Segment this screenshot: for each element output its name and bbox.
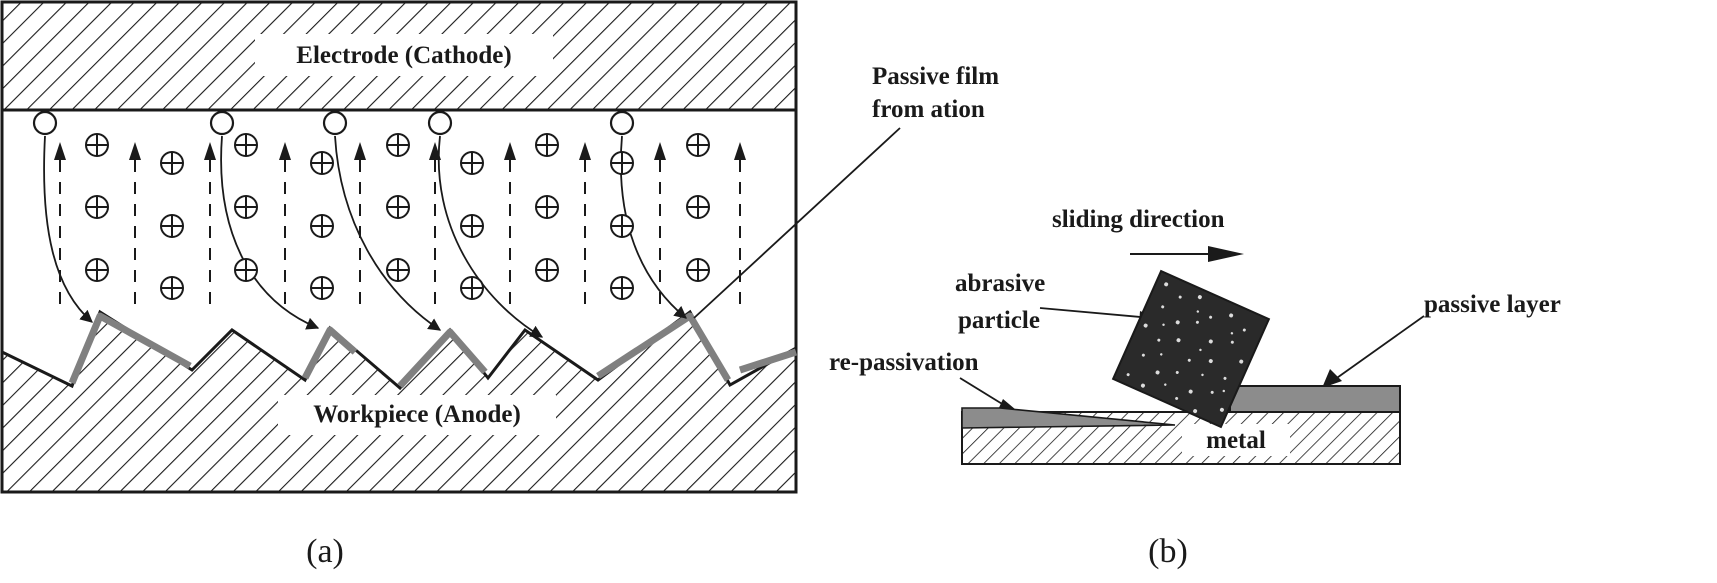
positive-ion-icon [310, 276, 334, 300]
gas-bubble [427, 110, 453, 136]
ion-flow-arrow [334, 135, 442, 331]
positive-ion-icon [535, 258, 559, 282]
abrasive-particle [1111, 269, 1271, 429]
abrasive-label-line2: particle [958, 307, 1040, 334]
metal-label: metal [1206, 427, 1266, 454]
passive-film [68, 312, 798, 389]
film-label-line1: Passive film [872, 63, 999, 90]
abrasive-leader-line [1039, 307, 1153, 319]
field-arrowheads [54, 142, 746, 160]
positive-ion-icon [610, 214, 634, 238]
positive-ion-icon [460, 276, 484, 300]
positive-ion-icon [310, 214, 334, 238]
positive-ion-icon [234, 133, 258, 157]
positive-ion-icon [686, 258, 710, 282]
ion-flow-arrow [437, 135, 544, 338]
gas-bubble [322, 110, 348, 136]
positive-ion-icon [686, 195, 710, 219]
electrode-label: Electrode (Cathode) [296, 42, 511, 69]
panel-b: sliding direction abrasive particle pass… [829, 206, 1561, 570]
passive-layer-leader-arrowhead [1322, 369, 1342, 388]
ion-flow-arrows [43, 135, 687, 338]
gas-bubbles [32, 110, 635, 136]
repassivation-layer [961, 407, 1176, 429]
positive-ion-icon [610, 276, 634, 300]
panel-a: Electrode (Cathode) Workpiece (Anode) [0, 0, 999, 570]
abrasive-label-line1: abrasive [955, 270, 1045, 297]
ion-flow-arrow [220, 135, 320, 330]
caption-a: (a) [306, 533, 344, 570]
sliding-direction-label: sliding direction [1052, 206, 1225, 233]
positive-ion-icon [160, 276, 184, 300]
metal-label-box [1182, 424, 1290, 456]
film-leader-line [693, 127, 901, 319]
positive-ion-icon [234, 258, 258, 282]
gas-bubble [32, 110, 58, 136]
positive-ion-icon [610, 151, 634, 175]
positive-ion-icon [686, 133, 710, 157]
positive-ion-icon [160, 214, 184, 238]
field-lines [59, 160, 741, 305]
positive-ion-icon [535, 133, 559, 157]
film-label-line2: from ation [872, 96, 985, 123]
positive-ion-icon [460, 214, 484, 238]
positive-ion-icon [234, 195, 258, 219]
positive-ion-icon [310, 151, 334, 175]
repassivation-label: re-passivation [829, 349, 979, 376]
sliding-direction-arrow [1130, 246, 1244, 262]
passive-layer [1229, 385, 1401, 413]
passive-layer-label: passive layer [1424, 291, 1561, 318]
gas-bubble [209, 110, 235, 136]
ion-flow-arrow [43, 135, 93, 323]
workpiece-label: Workpiece (Anode) [313, 401, 521, 428]
positive-ion-icon [386, 258, 410, 282]
caption-b: (b) [1148, 533, 1188, 570]
positive-ion-icon [386, 195, 410, 219]
positive-ion-icon [386, 133, 410, 157]
positive-ion-icon [460, 151, 484, 175]
positive-ion-icon [160, 151, 184, 175]
positive-ion-icon [85, 133, 109, 157]
positive-ions [85, 133, 710, 300]
electrode-label-box [255, 34, 553, 76]
positive-ion-icon [85, 258, 109, 282]
positive-ion-icon [535, 195, 559, 219]
workpiece-label-box [278, 395, 556, 435]
positive-ion-icon [85, 195, 109, 219]
passive-layer-leader-line [1333, 315, 1425, 381]
gas-bubble [609, 110, 635, 136]
